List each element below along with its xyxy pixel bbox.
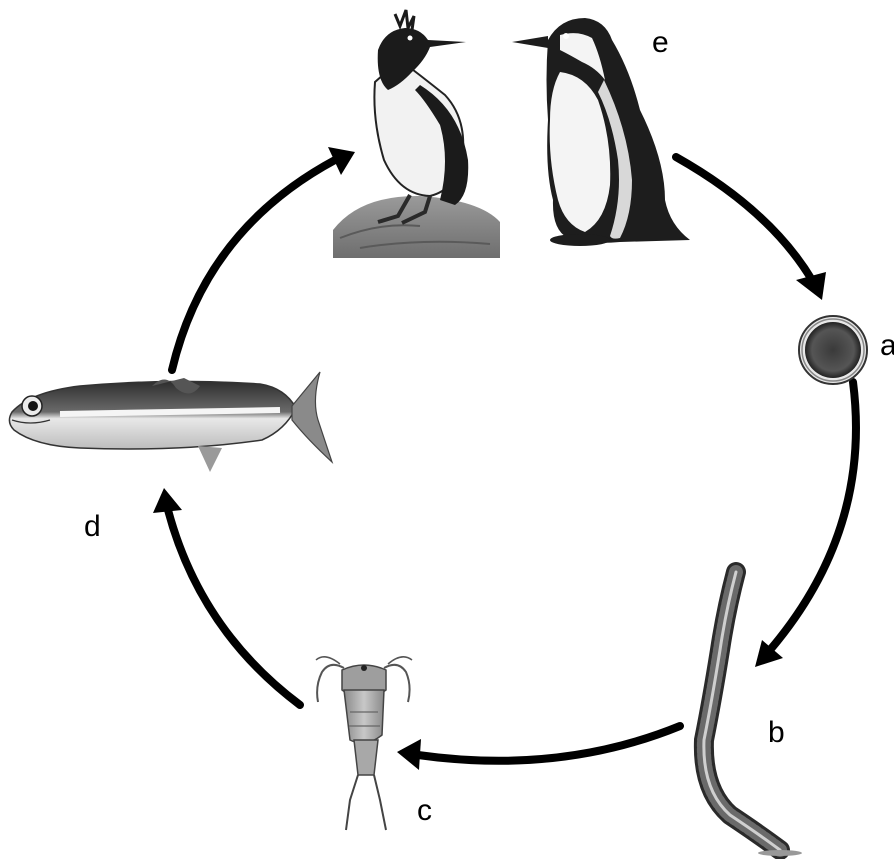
arrow-copepod-to-fish [153,488,300,705]
arrow-fish-to-birds [172,147,355,370]
cormorant-illustration [333,10,500,258]
arrow-birds-to-egg [676,157,826,300]
label-e: e [652,26,669,59]
arrow-egg-to-larva [755,382,856,667]
egg-illustration [799,316,867,384]
fish-illustration [9,372,332,472]
label-c: c [417,794,432,827]
copepod-illustration [316,657,412,830]
label-d: d [84,510,101,543]
label-a: a [880,329,894,362]
label-b: b [768,716,785,749]
arrow-larva-to-copepod [397,726,680,770]
larva-illustration [704,572,802,856]
